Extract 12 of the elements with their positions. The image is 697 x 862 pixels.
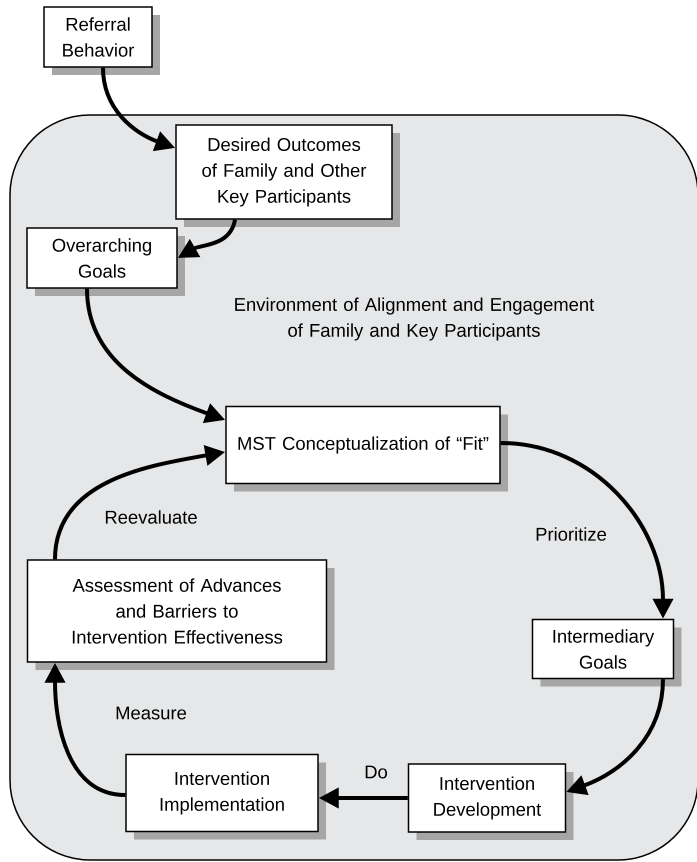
process-box: Intermediary Goals — [532, 618, 682, 686]
process-box: Referral Behavior — [43, 6, 160, 75]
edge-label: Do — [363, 764, 389, 780]
process-box: Intervention Development — [408, 763, 574, 840]
process-box: Intervention Implementation — [125, 754, 326, 840]
edge-label: Prioritize — [534, 526, 608, 542]
edge-label: Measure — [114, 706, 188, 720]
process-box: Desired Outcomes of Family and Other Key Participants — [175, 124, 400, 227]
process-box: Overarching Goals — [26, 227, 185, 296]
process-box: Assessment of Advances and Barriers to Intervention Effectiveness — [26, 559, 334, 670]
edge-label: Reevaluate — [103, 509, 199, 525]
process-box: MST Conceptualization of “Fit” — [225, 406, 508, 492]
